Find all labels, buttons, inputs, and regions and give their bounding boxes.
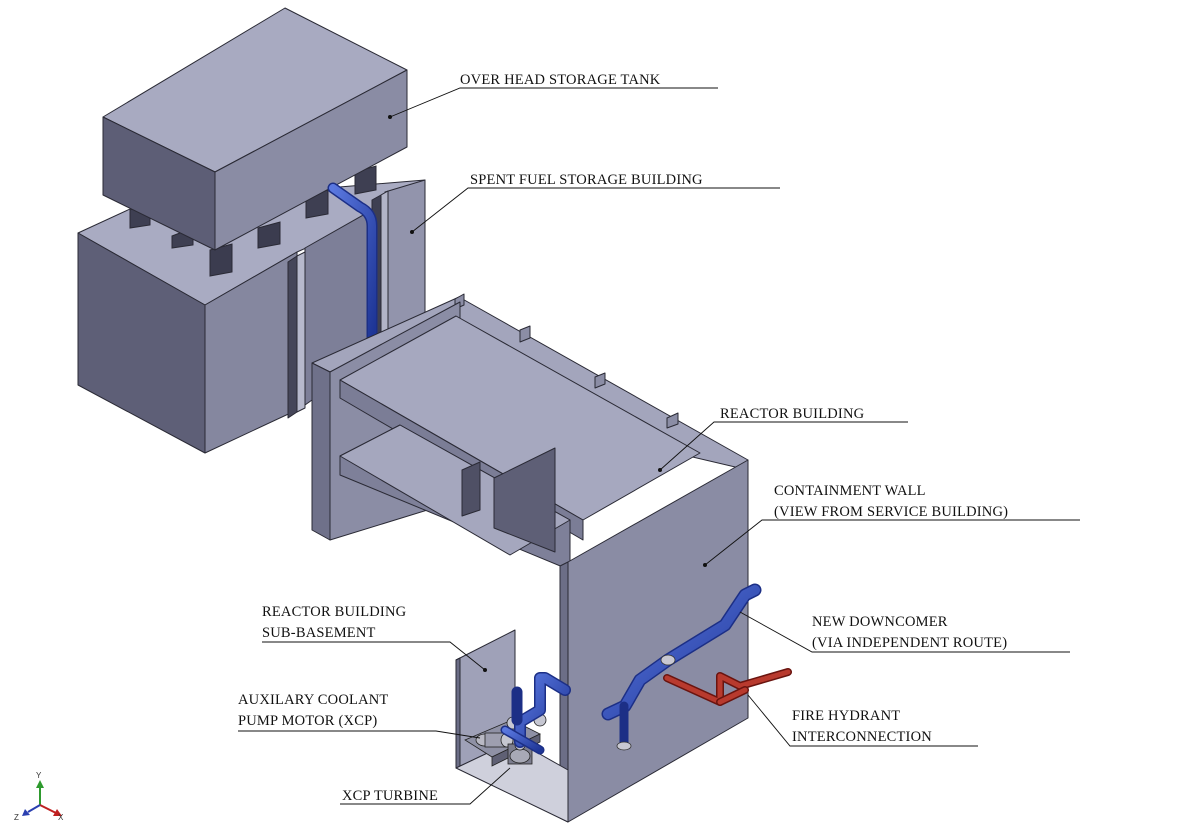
label-xcp-turbine: XCP TURBINE [342,788,439,804]
label-sub-basement-line2: SUB-BASEMENT [262,625,376,641]
label-containment-wall: CONTAINMENT WALL [774,483,926,499]
fire-hydrant-interconnection-pipe [663,668,792,706]
label-containment-wall-sub: (VIEW FROM SERVICE BUILDING) [774,504,1009,520]
label-pump-motor-line2: PUMP MOTOR (XCP) [238,713,378,729]
coordinate-triad: Y Z X [14,771,64,822]
label-new-downcomer-sub: (VIA INDEPENDENT ROUTE) [812,635,1008,651]
label-fire-hydrant: FIRE HYDRANT [792,708,901,724]
triad-z-label: Z [14,813,19,822]
new-downcomer-pipe [500,583,762,755]
label-sub-basement-line1: REACTOR BUILDING [262,604,407,620]
leader-lines [238,87,1080,805]
label-pump-motor-line1: AUXILARY COOLANT [238,692,389,708]
leader-dots [388,115,707,672]
label-reactor-building: REACTOR BUILDING [720,406,865,422]
reactor-building [311,293,749,823]
triad-y-label: Y [36,771,42,780]
label-fire-hydrant-sub: INTERCONNECTION [792,729,932,745]
overhead-storage-tank [102,7,408,251]
triad-x-label: X [58,813,64,822]
label-new-downcomer: NEW DOWNCOMER [812,614,948,630]
label-spent-fuel-storage-building: SPENT FUEL STORAGE BUILDING [470,172,703,188]
label-overhead-storage-tank: OVER HEAD STORAGE TANK [460,72,661,88]
